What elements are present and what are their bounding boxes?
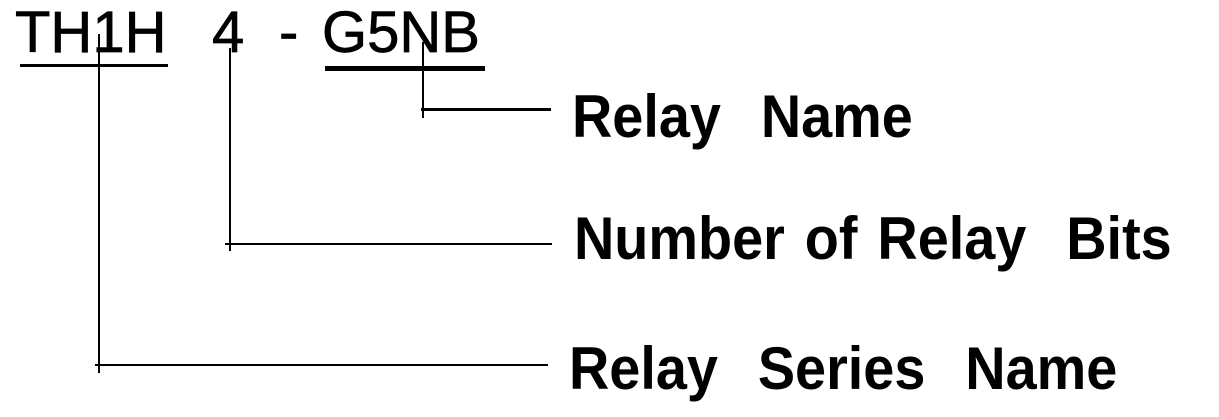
connector-relay-name-vertical bbox=[421, 42, 424, 118]
callout-label-relay-name: Relay Name bbox=[572, 83, 913, 150]
relay-code-underline bbox=[325, 66, 485, 71]
connector-relay-name-horizontal bbox=[421, 108, 551, 111]
part-code-series: TH1H bbox=[15, 0, 167, 65]
part-code-relay: G5NB bbox=[322, 0, 481, 65]
part-code-separator: - bbox=[279, 0, 299, 65]
series-code-underline bbox=[20, 64, 168, 67]
callout-label-series-name: Relay Series Name bbox=[569, 334, 1118, 402]
connector-relay-bits-horizontal bbox=[225, 242, 552, 245]
part-code-bit-count: 4 bbox=[212, 0, 245, 65]
connector-relay-bits-vertical bbox=[228, 48, 231, 251]
connector-series-name-vertical bbox=[97, 34, 100, 373]
connector-series-name-horizontal bbox=[95, 363, 548, 366]
callout-label-relay-bits: Number of Relay Bits bbox=[574, 204, 1172, 272]
